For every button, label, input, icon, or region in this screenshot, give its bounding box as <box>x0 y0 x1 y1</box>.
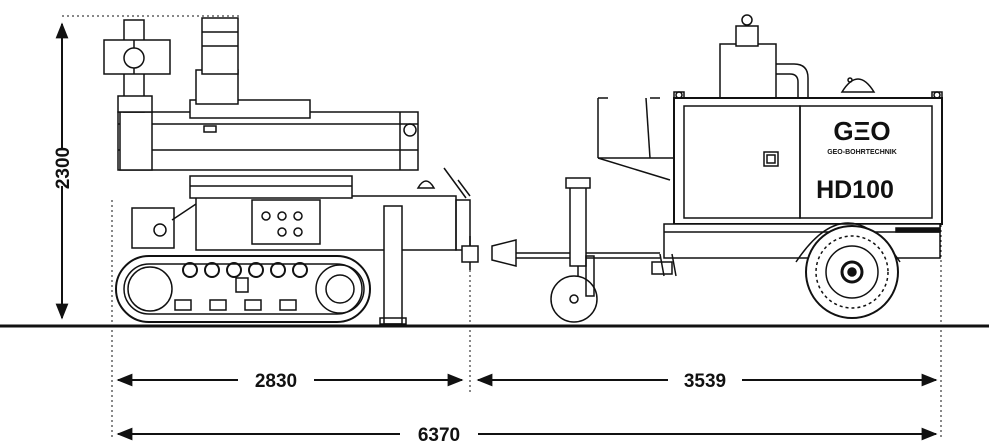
rig-mast <box>103 19 171 113</box>
total-length-label: 6370 <box>418 425 460 442</box>
drill-length-label: 2830 <box>255 371 297 392</box>
height-dimension: 2300 <box>53 22 74 320</box>
height-label: 2300 <box>53 147 74 189</box>
rig-chassis <box>131 167 471 325</box>
model-label: HD100 <box>816 176 894 204</box>
trailer-length-dimension: 3539 <box>476 371 938 392</box>
rig-upper-structure <box>117 17 419 199</box>
brand-logo: GΞO <box>833 116 890 146</box>
compressor-trailer <box>550 14 943 323</box>
drill-rig <box>103 17 471 325</box>
trailer-wheel <box>795 222 901 319</box>
total-length-dimension: 6370 <box>116 425 938 442</box>
trailer-length-label: 3539 <box>684 371 726 392</box>
brand-subtitle: GEO-BOHRTECHNIK <box>827 149 897 156</box>
drill-length-dimension: 2830 <box>116 371 464 392</box>
trailer-hitch <box>461 236 660 270</box>
jockey-wheel <box>550 177 598 323</box>
crawler-track <box>115 255 371 323</box>
